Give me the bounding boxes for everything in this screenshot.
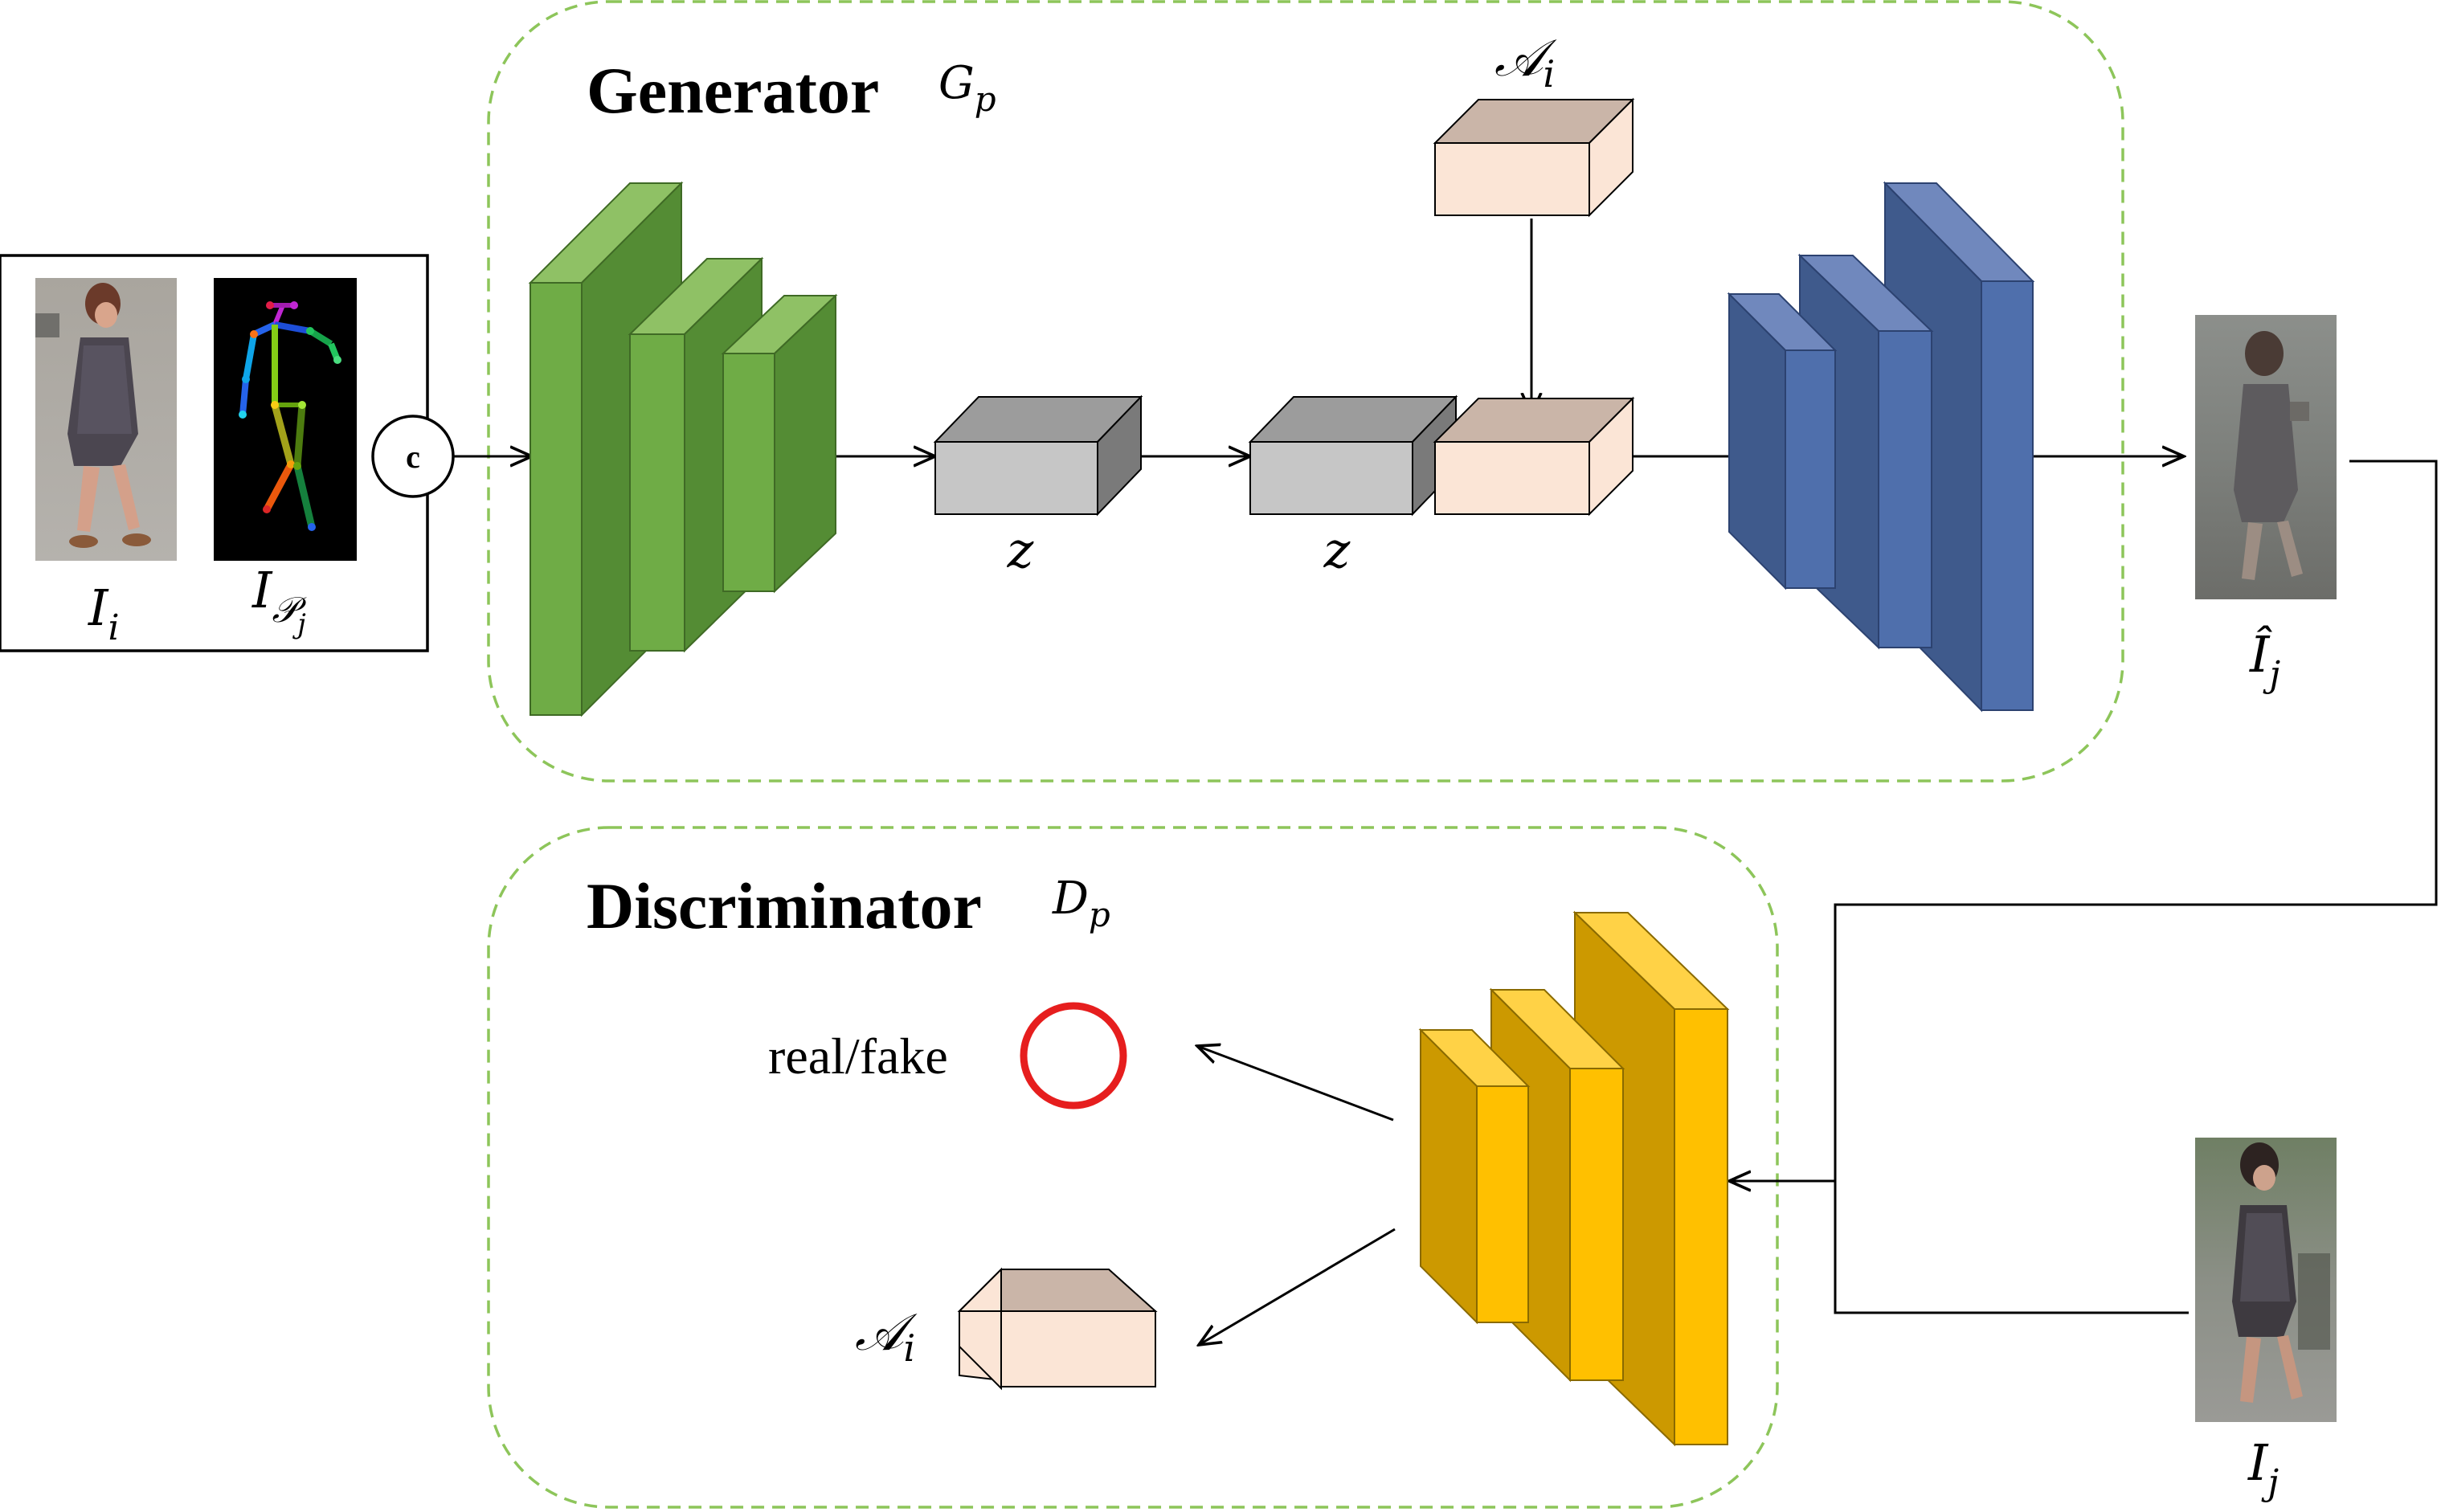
generator-symbol: Gp: [938, 57, 996, 119]
real-fake-label: real/fake: [768, 1028, 948, 1085]
discriminator-title: Discriminator: [587, 869, 982, 942]
attribute-block-discriminator: [957, 1267, 1158, 1391]
input-image-label: Ii: [88, 578, 120, 648]
real-image-label: Ij: [2247, 1433, 2279, 1503]
generator-title: Generator: [587, 54, 879, 127]
generator-box: [487, 0, 2124, 783]
latent-z-label-1: z: [1007, 521, 1034, 579]
encoder-block: [528, 181, 838, 717]
discriminator-box: [487, 826, 1779, 1509]
discriminator-block: [1418, 910, 1730, 1447]
real-image: [2195, 1138, 2337, 1422]
decoder-block: [1727, 181, 2035, 713]
svg-text:c: c: [406, 439, 420, 475]
latent-z-label-2: z: [1323, 521, 1351, 579]
attribute-block-concat: [1433, 396, 1635, 517]
attribute-block-top: [1433, 97, 1635, 218]
concat-circle-icon: c: [371, 415, 455, 498]
arrow-to-real-fake: [1197, 1046, 1394, 1122]
generated-image: [2195, 315, 2337, 599]
connector-generated-to-discriminator: [1834, 460, 2438, 1181]
person-photo-icon: [35, 278, 177, 561]
latent-z-block-2: [1248, 394, 1458, 517]
arrow-to-attribute: [1199, 1228, 1396, 1345]
pose-skeleton-icon: [214, 278, 357, 561]
real-fake-circle: [1020, 1002, 1127, 1109]
attribute-label-discriminator: 𝒜i: [855, 1303, 918, 1370]
generated-image-label: Îj: [2249, 625, 2280, 695]
discriminator-symbol: Dp: [1052, 872, 1110, 934]
attribute-label-top: 𝒜i: [1494, 29, 1557, 96]
latent-z-block-1: [933, 394, 1143, 517]
connector-real-to-discriminator: [1834, 1181, 2189, 1314]
